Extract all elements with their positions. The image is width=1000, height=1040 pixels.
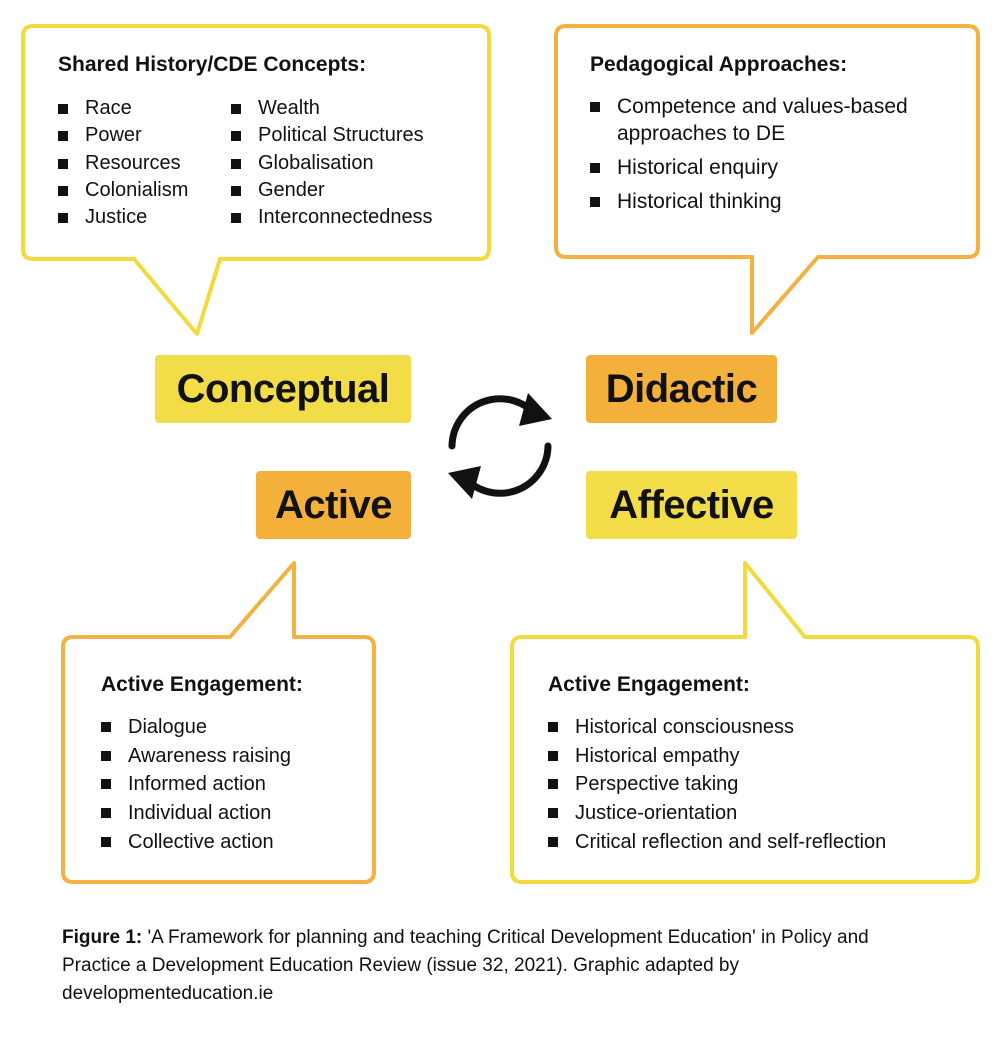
label-active: Active xyxy=(256,471,411,539)
list-item: Race xyxy=(58,95,231,122)
list-item: Perspective taking xyxy=(548,770,968,799)
concepts-bubble-outline xyxy=(21,24,491,336)
list-item: Collective action xyxy=(101,828,363,857)
list-item: Dialogue xyxy=(101,713,363,742)
figure-caption: Figure 1: 'A Framework for planning and … xyxy=(62,924,942,1008)
refresh-cycle-icon xyxy=(448,393,552,499)
list-item: Wealth xyxy=(231,95,404,122)
concepts-list-col2: Wealth Political Structures Globalisatio… xyxy=(231,95,433,231)
list-item: Political Structures xyxy=(231,122,424,149)
active-engagement-right-box: Active Engagement: Historical consciousn… xyxy=(548,673,968,857)
label-conceptual: Conceptual xyxy=(155,355,411,423)
pedagogical-title: Pedagogical Approaches: xyxy=(590,53,848,76)
list-item: Individual action xyxy=(101,799,363,828)
list-item: Power xyxy=(58,122,231,149)
list-item: Gender xyxy=(231,177,404,204)
active-engagement-right-title: Active Engagement: xyxy=(548,673,750,696)
pedagogical-list: Competence and values-based approaches t… xyxy=(590,93,950,215)
label-affective: Affective xyxy=(586,471,797,539)
concepts-list-col1: Race Power Resources Colonialism Justice xyxy=(58,95,231,231)
list-item: Historical thinking xyxy=(590,188,950,215)
caption-label: Figure 1: xyxy=(62,927,143,948)
list-item: Globalisation xyxy=(231,150,404,177)
label-didactic: Didactic xyxy=(586,355,777,423)
concepts-title: Shared History/CDE Concepts: xyxy=(58,53,367,76)
list-item: Competence and values-based approaches t… xyxy=(590,93,950,147)
list-item: Justice-orientation xyxy=(548,799,968,828)
list-item: Justice xyxy=(58,204,231,231)
active-bubble-outline xyxy=(61,561,376,884)
pedagogical-bubble-outline xyxy=(554,24,980,335)
list-item: Awareness raising xyxy=(101,742,363,771)
pedagogical-box: Pedagogical Approaches: Competence and v… xyxy=(590,53,950,222)
active-engagement-right-list: Historical consciousness Historical empa… xyxy=(548,713,968,857)
list-item: Informed action xyxy=(101,770,363,799)
active-engagement-left-list: Dialogue Awareness raising Informed acti… xyxy=(101,713,363,857)
list-item: Critical reflection and self-reflection xyxy=(548,828,968,857)
list-item: Colonialism xyxy=(58,177,231,204)
active-engagement-left-box: Active Engagement: Dialogue Awareness ra… xyxy=(101,673,363,857)
list-item: Historical empathy xyxy=(548,742,968,771)
active-engagement-left-title: Active Engagement: xyxy=(101,673,303,696)
caption-text: 'A Framework for planning and teaching C… xyxy=(62,927,869,1004)
list-item: Resources xyxy=(58,150,231,177)
affective-bubble-outline xyxy=(510,561,980,884)
list-item: Interconnectedness xyxy=(231,204,433,231)
concepts-box: Shared History/CDE Concepts: Race Power … xyxy=(58,53,478,231)
list-item: Historical enquiry xyxy=(590,154,950,181)
list-item: Historical consciousness xyxy=(548,713,968,742)
